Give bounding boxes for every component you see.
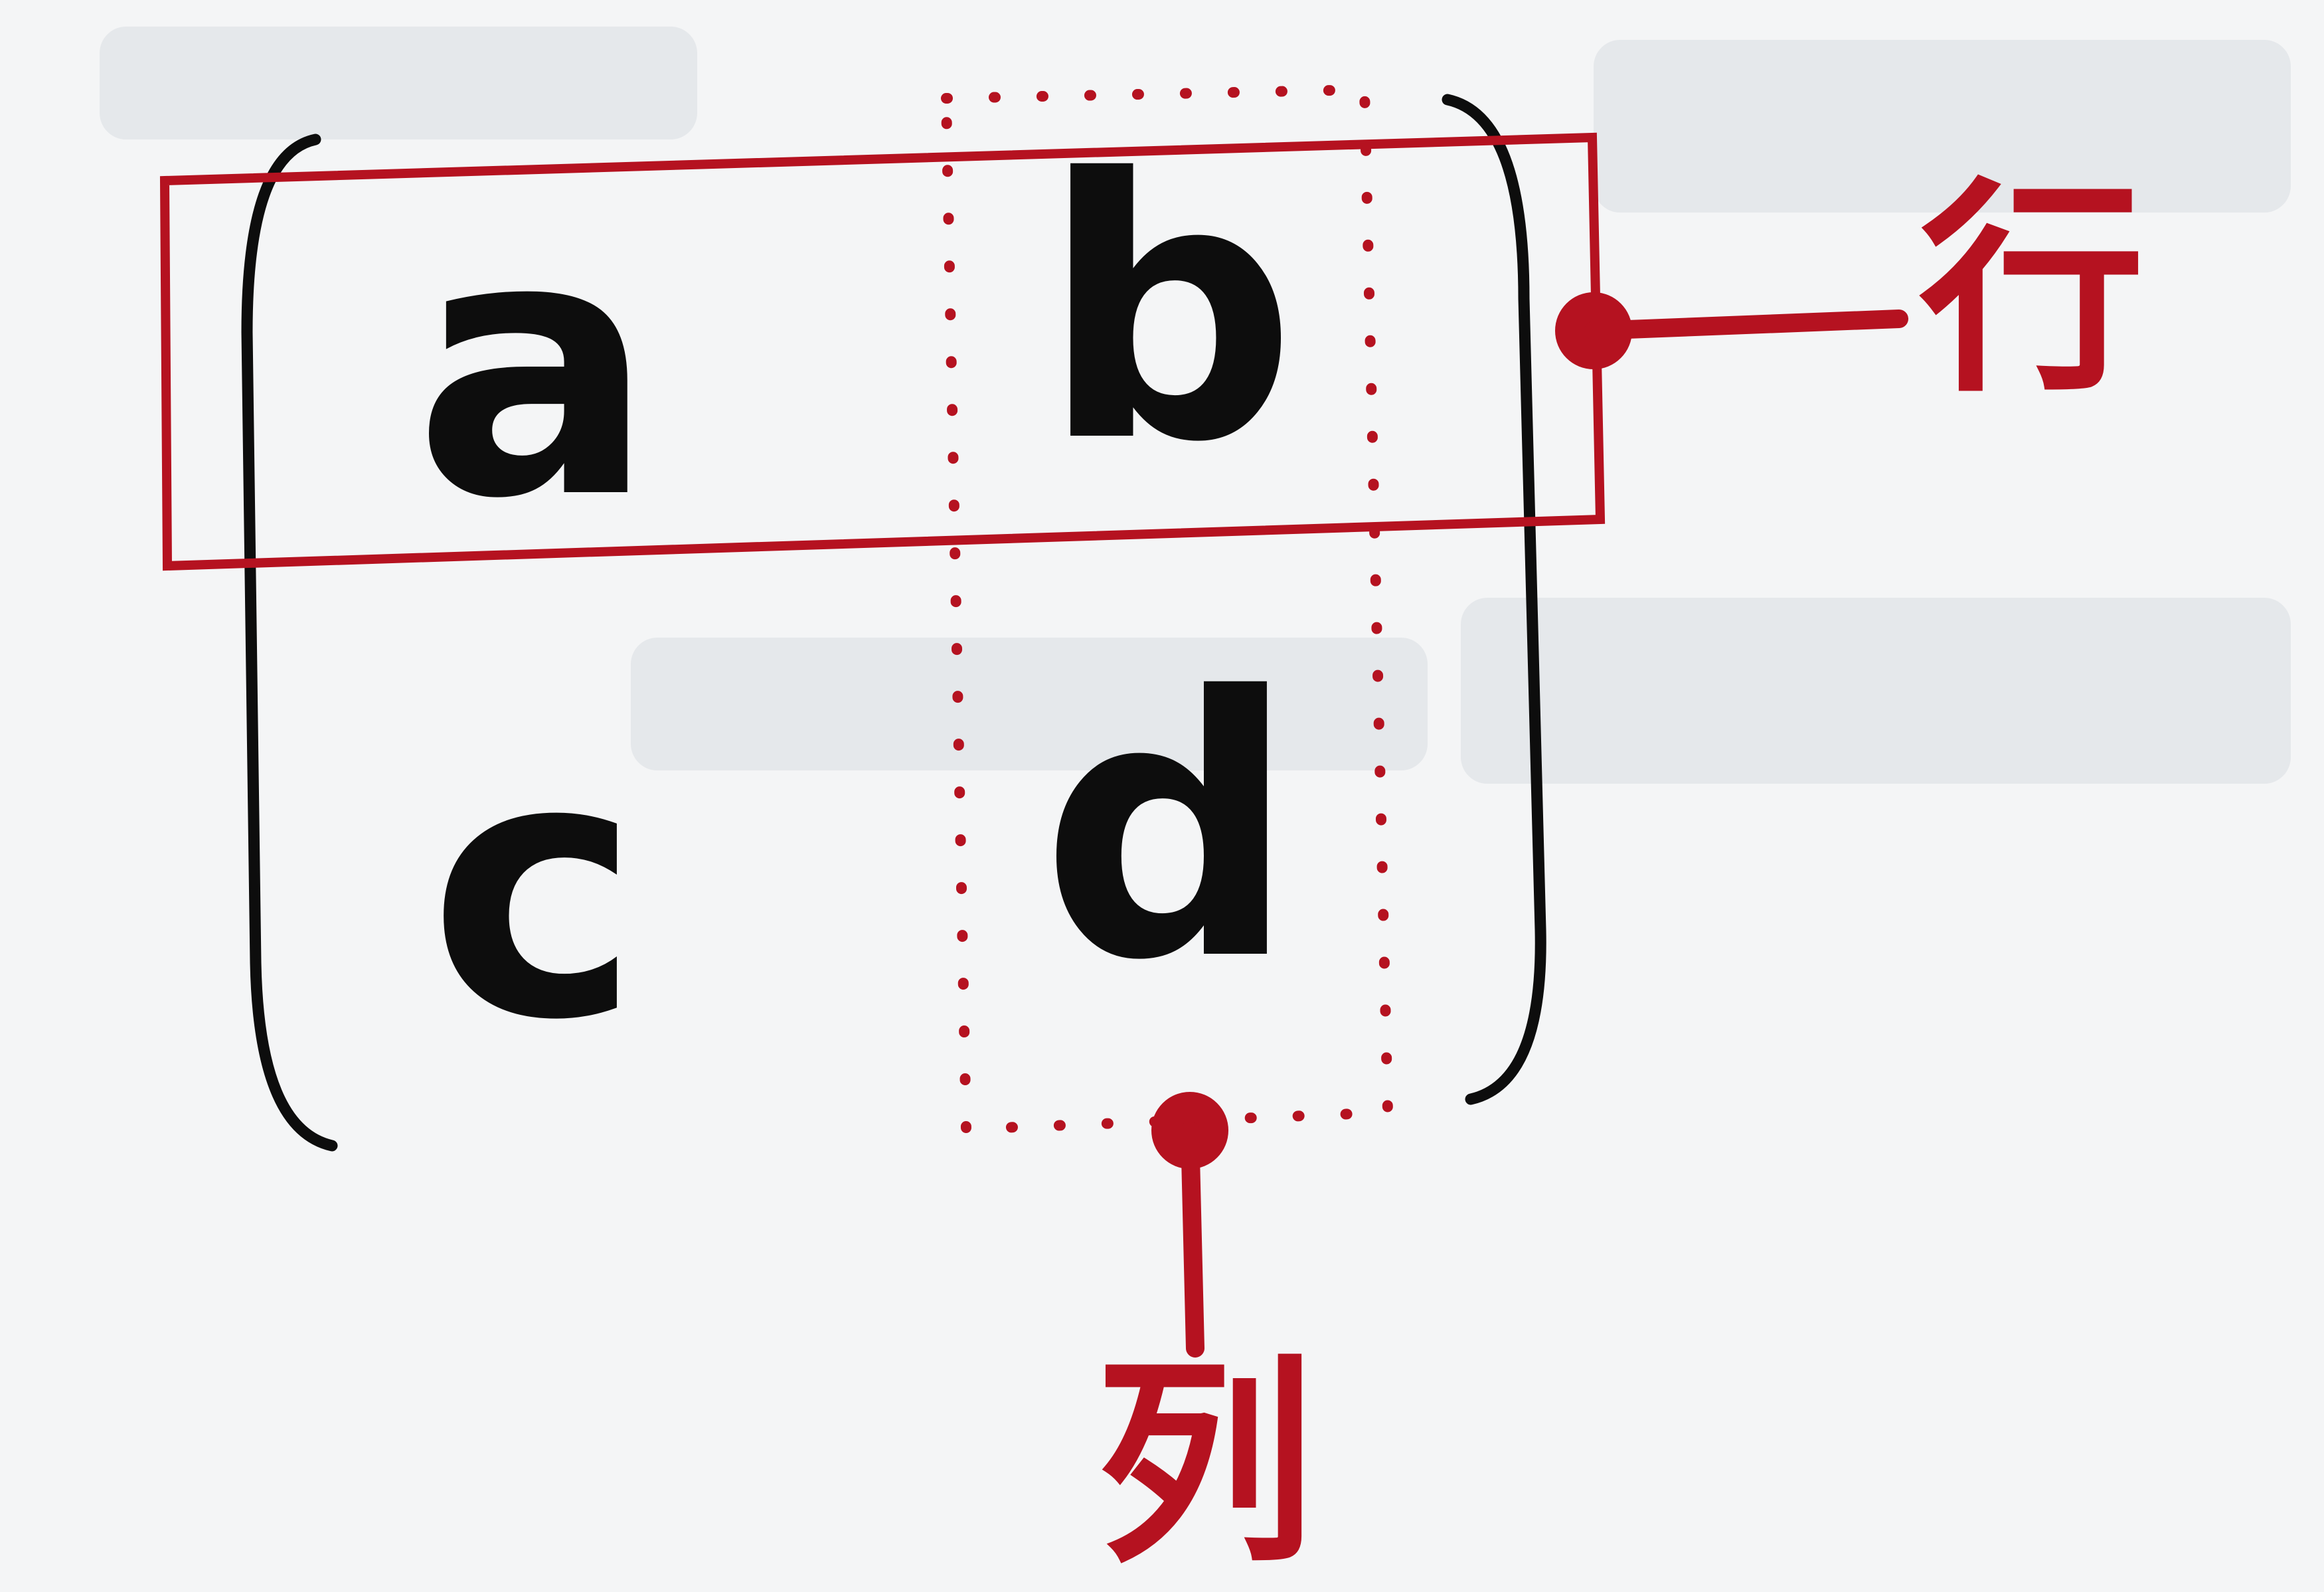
faint-background-marks	[100, 27, 2291, 784]
row-leader-line	[1584, 310, 1908, 340]
matrix-entry-d: d	[1040, 622, 1297, 1039]
matrix-entry-c: c	[428, 681, 641, 1099]
matrix-entry-b: b	[1040, 104, 1297, 521]
row-highlight-box	[159, 132, 1606, 571]
left-bracket	[241, 133, 338, 1152]
column-leader-line	[1181, 1121, 1204, 1358]
right-bracket	[1442, 94, 1546, 1105]
column-label: 列	[1096, 1337, 1315, 1592]
row-label: 行	[1919, 159, 2145, 422]
matrix-entry-a: a	[413, 160, 656, 577]
